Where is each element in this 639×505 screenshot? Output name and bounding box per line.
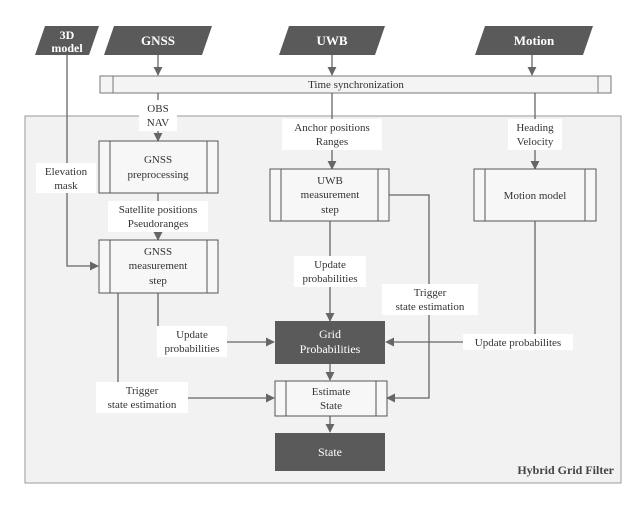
state-box: State — [275, 433, 385, 471]
gnss-measurement-step-box: GNSS measurement step — [98, 239, 219, 294]
frame-title: Hybrid Grid Filter — [517, 463, 614, 477]
svg-text:model: model — [51, 41, 83, 55]
label-gnss-update-probabilities: Update — [176, 329, 208, 341]
svg-text:Pseudoranges: Pseudoranges — [128, 218, 189, 230]
svg-text:measurement: measurement — [129, 260, 188, 272]
svg-text:UWB: UWB — [317, 175, 343, 187]
label-heading-velocity: Heading — [516, 122, 554, 134]
svg-text:GNSS: GNSS — [141, 33, 175, 48]
svg-text:probabilities: probabilities — [303, 273, 358, 285]
input-3d-model: 3D model — [35, 26, 99, 55]
svg-text:Time synchronization: Time synchronization — [308, 79, 404, 91]
svg-text:GNSS: GNSS — [144, 154, 172, 166]
label-anchor-ranges: Anchor positions — [294, 122, 369, 134]
arrow-elevation-mask — [66, 55, 99, 271]
motion-model-box: Motion model — [473, 168, 597, 222]
time-sync-bar: Time synchronization — [99, 75, 612, 94]
svg-text:Motion model: Motion model — [504, 190, 567, 202]
svg-text:State: State — [318, 445, 342, 459]
svg-text:preprocessing: preprocessing — [127, 169, 189, 181]
svg-text:UWB: UWB — [316, 33, 347, 48]
uwb-measurement-step-box: UWB measurement step — [269, 168, 390, 222]
estimate-state-box: Estimate State — [274, 380, 388, 417]
grid-probabilities-box: Grid Probabilities — [275, 321, 385, 364]
input-motion: Motion — [475, 26, 593, 55]
label-sat-pseudoranges: Satellite positions — [119, 204, 198, 216]
svg-text:GNSS: GNSS — [144, 246, 172, 258]
input-gnss: GNSS — [104, 26, 212, 55]
svg-text:step: step — [321, 204, 339, 216]
svg-text:Velocity: Velocity — [517, 136, 554, 148]
label-elevation-mask: Elevation — [45, 166, 88, 178]
input-uwb: UWB — [279, 26, 385, 55]
svg-text:State: State — [320, 400, 342, 412]
svg-text:state estimation: state estimation — [396, 301, 465, 313]
svg-text:state estimation: state estimation — [108, 399, 177, 411]
label-uwb-trigger: Trigger — [414, 287, 447, 299]
svg-text:Motion: Motion — [514, 33, 555, 48]
svg-text:Grid: Grid — [319, 327, 341, 341]
label-obs-nav: OBS — [147, 103, 168, 115]
svg-text:Estimate: Estimate — [312, 386, 351, 398]
svg-text:Ranges: Ranges — [316, 136, 348, 148]
svg-text:NAV: NAV — [147, 117, 169, 129]
svg-text:Probabilities: Probabilities — [300, 342, 361, 356]
svg-text:3D: 3D — [60, 28, 75, 42]
svg-text:mask: mask — [54, 180, 78, 192]
svg-text:measurement: measurement — [301, 189, 360, 201]
svg-text:step: step — [149, 275, 167, 287]
label-update-probabilites: Update probabilites — [475, 337, 561, 349]
label-gnss-trigger: Trigger — [126, 385, 159, 397]
svg-text:probabilities: probabilities — [165, 343, 220, 355]
label-uwb-update-probabilities: Update — [314, 259, 346, 271]
gnss-preprocessing-box: GNSS preprocessing — [98, 140, 219, 194]
